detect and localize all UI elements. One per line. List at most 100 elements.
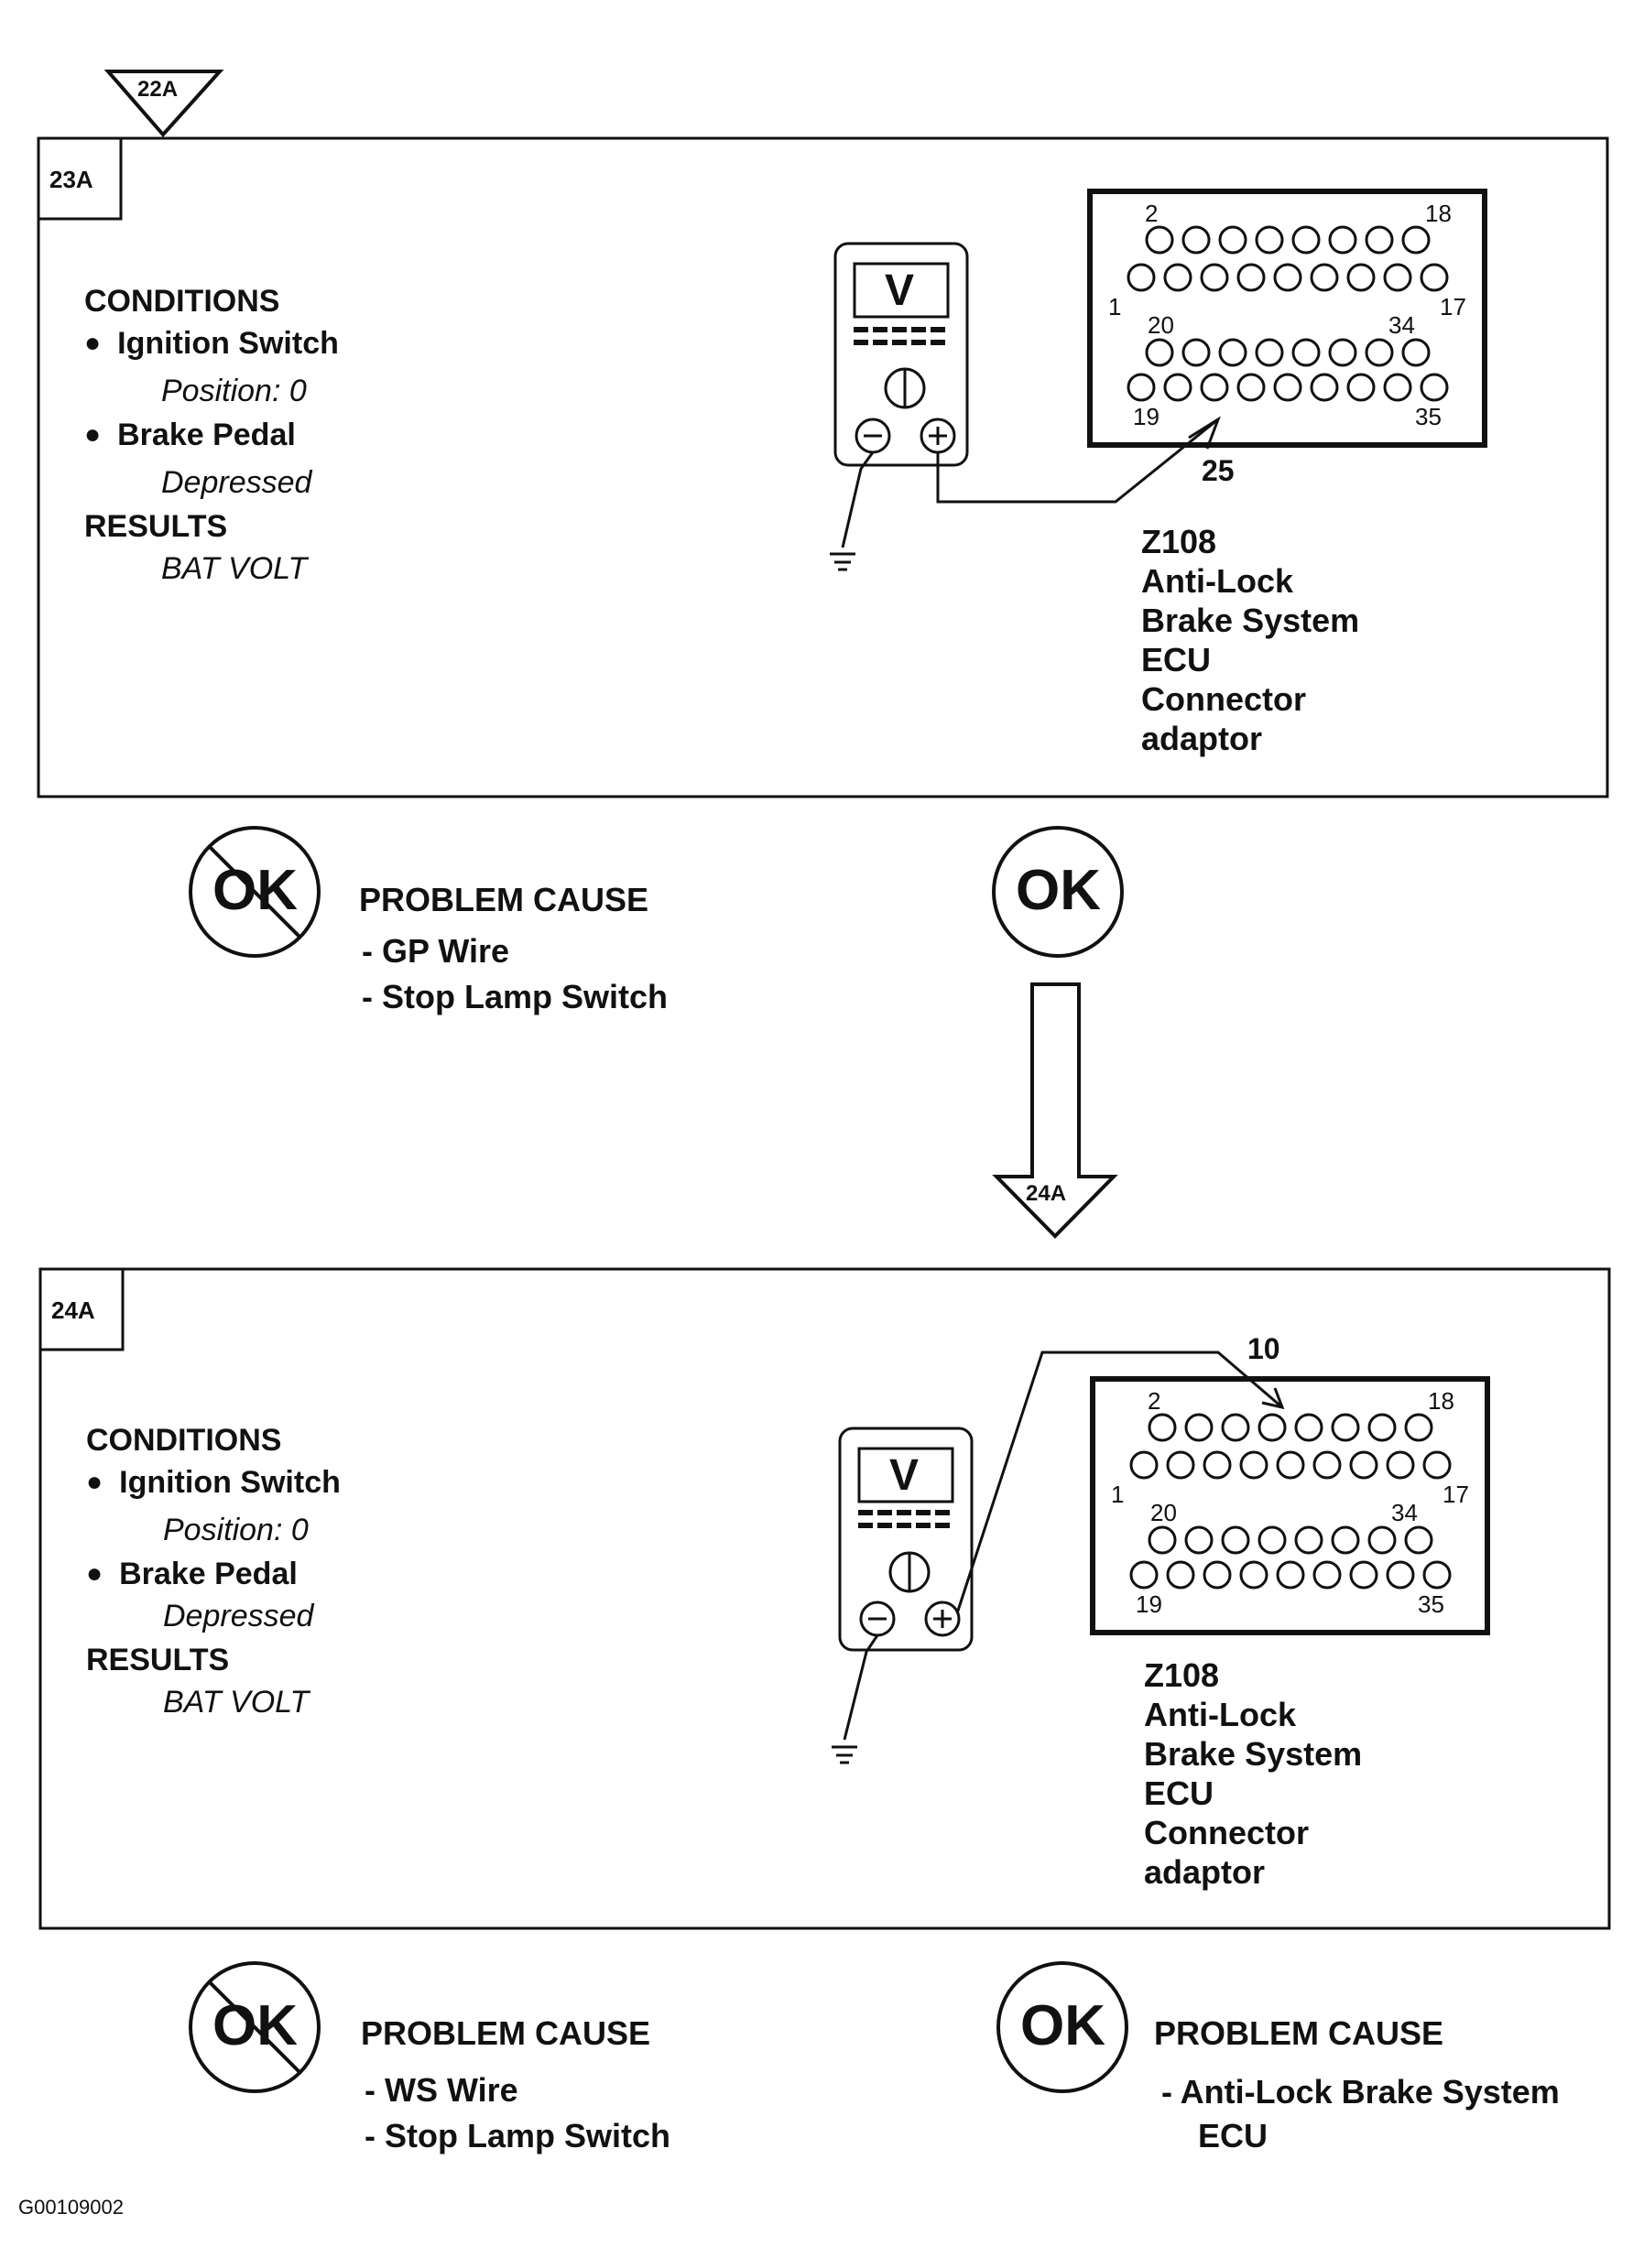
ok-problem-cause-heading-24a: PROBLEM CAUSE xyxy=(1154,2014,1444,2052)
pin-label-1-23a: 1 xyxy=(1108,293,1122,320)
pin-cavity xyxy=(1221,1525,1250,1555)
pin-cavity xyxy=(1184,1413,1214,1442)
pin-cavity xyxy=(1218,338,1247,367)
connector-24a-pins xyxy=(1129,1413,1452,1590)
figure-id: G00109002 xyxy=(18,2196,124,2219)
pin-label-18-23a: 18 xyxy=(1425,200,1452,227)
conditions-heading-24a: CONDITIONS xyxy=(86,1423,282,1458)
pin-cavity xyxy=(1386,1450,1415,1480)
step-24a-frame xyxy=(38,1267,1611,1930)
pin-label-35-24a: 35 xyxy=(1418,1590,1444,1618)
pin-cavity xyxy=(1367,1413,1397,1442)
pin-cavity xyxy=(1346,263,1376,292)
pin-cavity xyxy=(1203,1450,1232,1480)
condition-ignition-value-24a: Position: 0 xyxy=(163,1513,309,1547)
problem-cause-heading-23a: PROBLEM CAUSE xyxy=(359,881,649,918)
pin-cavity xyxy=(1163,373,1192,402)
condition-brake-23a: Brake Pedal xyxy=(84,418,296,453)
connector-24a-name-line-6: adaptor xyxy=(1144,1853,1266,1891)
pin-cavity xyxy=(1291,225,1321,255)
pin-cavity xyxy=(1129,1560,1159,1590)
pin-cavity xyxy=(1312,1450,1342,1480)
not-ok-badge-23a xyxy=(189,826,321,958)
pin-cavity xyxy=(1349,1560,1378,1590)
pin-cavity xyxy=(1273,373,1302,402)
problem-cause-23a-2: - Stop Lamp Switch xyxy=(362,978,669,1015)
pin-cavity xyxy=(1349,1450,1378,1480)
step-24a-id: 24A xyxy=(51,1297,95,1324)
ground-lead-23a xyxy=(830,451,875,571)
connector-23a-pins xyxy=(1127,225,1449,402)
pin-cavity xyxy=(1257,1413,1287,1442)
pin-cavity xyxy=(1255,225,1284,255)
condition-brake-value-24a: Depressed xyxy=(163,1599,314,1633)
pin-cavity xyxy=(1129,1450,1159,1480)
pin-10-pointer xyxy=(1261,1387,1285,1410)
ok-badge-23a xyxy=(992,826,1124,958)
pin-cavity xyxy=(1218,225,1247,255)
pin-cavity xyxy=(1184,1525,1214,1555)
pin-cavity xyxy=(1127,373,1156,402)
pin-cavity xyxy=(1148,1525,1177,1555)
pin-label-17-24a: 17 xyxy=(1443,1481,1469,1508)
meter-keys-23a xyxy=(854,327,945,345)
pin-cavity xyxy=(1145,225,1174,255)
condition-ignition-24a: Ignition Switch xyxy=(86,1465,341,1501)
pin-cavity xyxy=(1294,1413,1323,1442)
ok-text-24a: OK xyxy=(1020,1994,1105,2057)
results-value-23a: BAT VOLT xyxy=(161,551,308,586)
pin-cavity xyxy=(1404,1525,1433,1555)
problem-cause-24a-2: - Stop Lamp Switch xyxy=(365,2117,671,2154)
step-24a-id-box xyxy=(38,1267,125,1351)
pin-label-1-24a: 1 xyxy=(1111,1481,1125,1508)
pin-cavity xyxy=(1367,1525,1397,1555)
connector-23a-name-line-4: ECU xyxy=(1141,641,1212,678)
pin-cavity xyxy=(1422,1560,1452,1590)
multimeter-24a xyxy=(838,1427,974,1652)
pin-cavity xyxy=(1422,1450,1452,1480)
pin-cavity xyxy=(1181,225,1211,255)
pin-cavity xyxy=(1127,263,1156,292)
pin-cavity xyxy=(1236,263,1266,292)
condition-brake-24a: Brake Pedal xyxy=(86,1557,298,1592)
results-heading-23a: RESULTS xyxy=(84,509,228,544)
pin-cavity xyxy=(1383,373,1412,402)
pin-cavity xyxy=(1404,1413,1433,1442)
connector-23a-name-line-5: Connector xyxy=(1141,680,1306,718)
connector-24a-name-line-5: Connector xyxy=(1144,1814,1309,1851)
probed-pin-10: 10 xyxy=(1247,1332,1280,1365)
pin-cavity xyxy=(1255,338,1284,367)
pin-cavity xyxy=(1200,263,1229,292)
ok-badge-24a xyxy=(996,1961,1128,2093)
connector-23a-name-line-1: Z108 xyxy=(1141,523,1217,560)
pin-cavity xyxy=(1203,1560,1232,1590)
pin-cavity xyxy=(1236,373,1266,402)
problem-cause-23a-1: - GP Wire xyxy=(362,932,510,970)
flow-arrow-to-24a xyxy=(992,982,1118,1239)
problem-cause-24a-1: - WS Wire xyxy=(365,2071,518,2109)
ok-text-23a: OK xyxy=(1016,859,1101,922)
conditions-heading-23a: CONDITIONS xyxy=(84,284,280,319)
not-ok-text-23a: OK xyxy=(212,859,298,922)
probed-pin-25: 25 xyxy=(1202,454,1235,487)
results-heading-24a: RESULTS xyxy=(86,1643,230,1677)
pin-cavity xyxy=(1200,373,1229,402)
pin-cavity xyxy=(1276,1560,1305,1590)
pin-cavity xyxy=(1328,338,1357,367)
pin-label-35-23a: 35 xyxy=(1415,403,1442,430)
flow-arrow-label-24a: 24A xyxy=(1026,1181,1067,1206)
pin-cavity xyxy=(1239,1560,1268,1590)
ok-problem-cause-24a-1: - Anti-Lock Brake System xyxy=(1161,2073,1560,2111)
pin-label-2-23a: 2 xyxy=(1145,200,1159,227)
probe-lead-23a xyxy=(936,418,1219,504)
condition-ignition-23a: Ignition Switch xyxy=(84,326,339,362)
multimeter-23a xyxy=(833,242,969,467)
connector-24a-name-line-4: ECU xyxy=(1144,1774,1214,1812)
pin-cavity xyxy=(1401,225,1431,255)
pin-label-18-24a: 18 xyxy=(1428,1387,1454,1415)
pin-label-20-24a: 20 xyxy=(1150,1499,1177,1526)
step-23a-id: 23A xyxy=(49,166,93,193)
entry-arrow-label: 22A xyxy=(137,77,179,102)
ok-problem-cause-24a-2: ECU xyxy=(1198,2117,1268,2154)
